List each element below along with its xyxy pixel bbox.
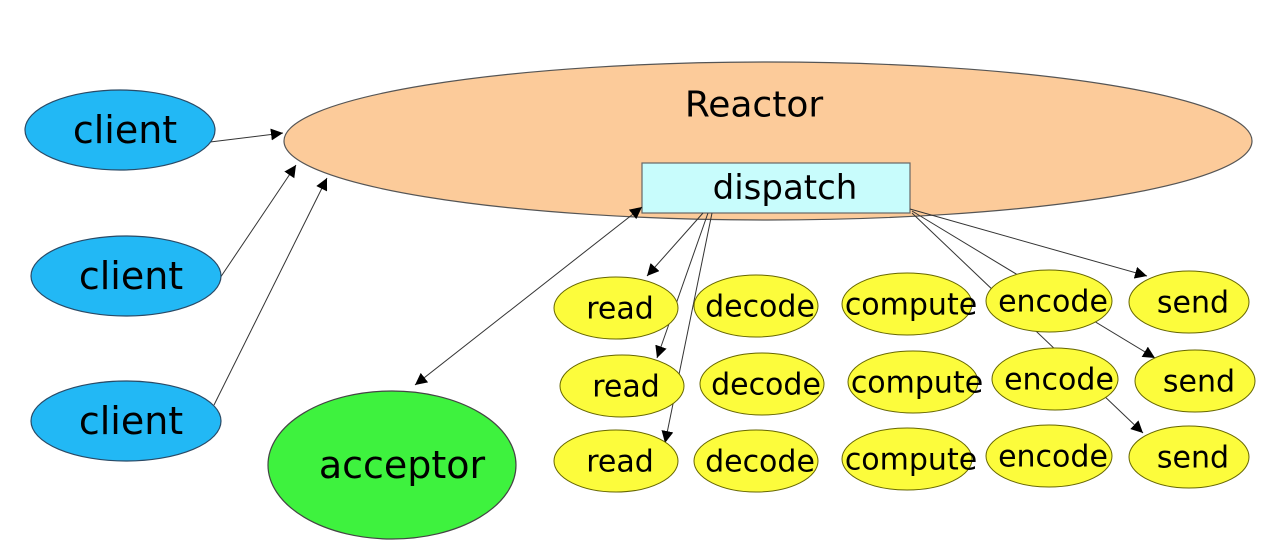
client-ellipse bbox=[24, 89, 216, 171]
client-node: client bbox=[30, 380, 222, 462]
client-ellipse bbox=[30, 380, 222, 462]
handlers-group: read decode compute encode send read decode com… bbox=[553, 269, 1256, 493]
handler-decode: decode bbox=[699, 352, 825, 416]
handler-label: send bbox=[1163, 365, 1235, 400]
handler-ellipse bbox=[985, 269, 1113, 333]
handler-decode: decode bbox=[693, 274, 819, 338]
handler-label: decode bbox=[705, 445, 815, 480]
handler-decode: decode bbox=[693, 429, 819, 493]
handler-ellipse bbox=[699, 352, 825, 416]
handler-label: send bbox=[1157, 286, 1229, 321]
handler-encode: encode bbox=[985, 269, 1113, 333]
handler-label: send bbox=[1157, 441, 1229, 476]
handler-send: send bbox=[1128, 270, 1250, 334]
handler-send: send bbox=[1134, 349, 1256, 413]
handler-ellipse bbox=[1128, 425, 1250, 489]
handler-send: send bbox=[1128, 425, 1250, 489]
handler-read: read bbox=[559, 354, 685, 418]
handler-ellipse bbox=[1128, 270, 1250, 334]
client-node: client bbox=[24, 89, 216, 171]
edge-dispatch-acceptor bbox=[414, 206, 643, 386]
edge-dispatch-read-2 bbox=[655, 212, 709, 359]
handler-ellipse bbox=[553, 429, 679, 493]
handler-label: encode bbox=[1004, 363, 1114, 398]
reactor-label: Reactor bbox=[685, 85, 824, 126]
handler-row: read decode compute encode send bbox=[553, 424, 1250, 493]
handler-ellipse bbox=[841, 272, 973, 336]
acceptor-ellipse bbox=[267, 390, 517, 540]
handler-label: compute bbox=[845, 443, 977, 478]
edge-dispatch-send-1 bbox=[909, 208, 1148, 279]
handler-label: decode bbox=[711, 368, 821, 403]
edge-client-1-reactor bbox=[201, 128, 284, 144]
handler-ellipse bbox=[553, 276, 679, 340]
handler-ellipse bbox=[841, 427, 973, 491]
edge-client-3-reactor bbox=[213, 177, 328, 406]
clients-group: client client client bbox=[24, 89, 222, 462]
handler-label: read bbox=[592, 370, 660, 405]
handler-row: read decode compute encode send bbox=[559, 347, 1256, 418]
acceptor-label: acceptor bbox=[319, 443, 486, 487]
handler-compute: compute bbox=[847, 350, 983, 414]
handler-ellipse bbox=[559, 354, 685, 418]
handler-ellipse bbox=[991, 347, 1119, 411]
handler-row: read decode compute encode send bbox=[553, 269, 1250, 340]
edge-dispatch-read-1 bbox=[646, 212, 704, 277]
client-label: client bbox=[79, 254, 183, 298]
handler-label: decode bbox=[705, 290, 815, 325]
handler-label: read bbox=[586, 445, 654, 480]
handler-read: read bbox=[553, 276, 679, 340]
dispatch-label: dispatch bbox=[713, 168, 858, 208]
handler-label: encode bbox=[998, 285, 1108, 320]
handler-compute: compute bbox=[841, 272, 977, 336]
handler-ellipse bbox=[693, 274, 819, 338]
dispatch-node: dispatch bbox=[641, 162, 911, 214]
edge-client-2-reactor bbox=[217, 164, 297, 282]
client-ellipse bbox=[30, 235, 222, 317]
handler-encode: encode bbox=[985, 424, 1113, 488]
dispatch-box bbox=[641, 162, 911, 214]
reactor-ellipse bbox=[283, 61, 1253, 221]
handler-label: compute bbox=[845, 288, 977, 323]
reactor-node: Reactor bbox=[283, 61, 1253, 221]
handler-encode: encode bbox=[991, 347, 1119, 411]
handler-label: compute bbox=[851, 366, 983, 401]
handler-ellipse bbox=[985, 424, 1113, 488]
acceptor-node: acceptor bbox=[267, 390, 517, 540]
handler-ellipse bbox=[847, 350, 979, 414]
handler-label: read bbox=[586, 292, 654, 327]
handler-compute: compute bbox=[841, 427, 977, 491]
client-label: client bbox=[79, 399, 183, 443]
handler-read: read bbox=[553, 429, 679, 493]
client-label: client bbox=[73, 108, 177, 152]
handler-label: encode bbox=[998, 440, 1108, 475]
client-node: client bbox=[30, 235, 222, 317]
edge-dispatch-read-3 bbox=[661, 212, 713, 444]
handler-ellipse bbox=[1134, 349, 1256, 413]
handler-ellipse bbox=[693, 429, 819, 493]
